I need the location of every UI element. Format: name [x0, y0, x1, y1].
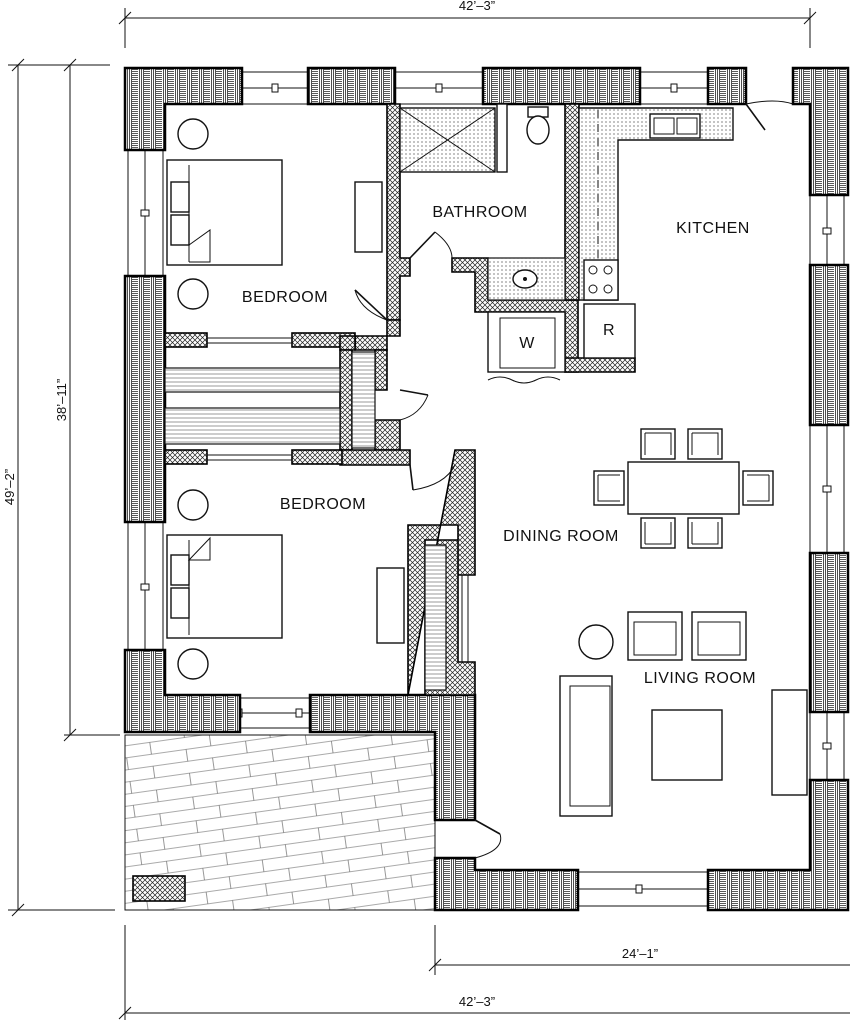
- dimension-bottom: 42’–3”: [118, 925, 850, 1020]
- nightstand-lamp: [177, 118, 209, 150]
- closets: [164, 337, 469, 691]
- room-label-kitchen: KITCHEN: [676, 220, 750, 237]
- washer: W: [487, 311, 566, 384]
- armchair: [691, 611, 747, 661]
- dining-chair: [687, 428, 723, 460]
- top-width-label: 42’–3”: [459, 0, 495, 13]
- dimension-bottom-partial: 24’–1”: [428, 925, 850, 975]
- dresser: [354, 181, 383, 253]
- armchair: [627, 611, 683, 661]
- toilet: [526, 106, 550, 145]
- kitchen-exterior-door[interactable]: [745, 100, 794, 131]
- bathroom-door[interactable]: [409, 231, 453, 259]
- svg-text:R: R: [603, 322, 615, 339]
- living-furniture: [559, 611, 808, 817]
- room-label-living-room: LIVING ROOM: [644, 670, 756, 687]
- room-label-bedroom: BEDROOM: [280, 496, 366, 513]
- deck: [124, 734, 436, 911]
- room-labels: BEDROOM BATHROOM KITCHEN BEDROOM DINING …: [242, 204, 756, 687]
- sofa: [559, 675, 613, 817]
- dining-table: [627, 461, 740, 515]
- bottom-width-label: 42’–3”: [459, 994, 495, 1009]
- bed: [166, 159, 283, 266]
- total-depth-label: 49’–2”: [2, 469, 17, 505]
- kitchen-sink: [649, 113, 701, 139]
- bedroom1-furniture: [166, 118, 383, 310]
- nightstand-lamp: [177, 489, 209, 521]
- nightstand-lamp: [177, 278, 209, 310]
- kitchen-fixtures: R: [578, 107, 734, 359]
- dining-chair: [640, 428, 676, 460]
- closet-door[interactable]: [399, 389, 429, 421]
- partial-depth-label: 38’–11”: [54, 379, 69, 421]
- sink: [487, 257, 566, 301]
- media-console: [771, 689, 808, 796]
- stove: [583, 259, 619, 301]
- dimension-left-partial: 38’–11”: [54, 58, 120, 742]
- bedroom2-door[interactable]: [409, 464, 456, 491]
- dining-chair: [687, 517, 723, 549]
- dining-chair: [593, 470, 625, 506]
- nightstand-lamp: [177, 648, 209, 680]
- bathroom-fixtures: W: [399, 103, 566, 384]
- deck-planter: [132, 875, 186, 902]
- deck-door[interactable]: [474, 819, 502, 859]
- bedroom1-door[interactable]: [354, 289, 388, 321]
- dining-chair: [742, 470, 774, 506]
- room-label-dining-room: DINING ROOM: [503, 528, 619, 545]
- partial-width-label: 24’–1”: [622, 946, 658, 961]
- bed: [166, 534, 283, 639]
- dresser: [376, 567, 405, 644]
- refrigerator: R: [583, 303, 636, 359]
- dimension-left-total: 49’–2”: [2, 58, 115, 917]
- coffee-table: [651, 709, 723, 781]
- dining-chair: [640, 517, 676, 549]
- exterior-walls: [123, 66, 850, 912]
- bedroom2-furniture: [166, 489, 405, 680]
- room-label-bathroom: BATHROOM: [432, 204, 527, 221]
- dining-set: [593, 428, 774, 549]
- side-table: [578, 624, 614, 660]
- room-label-bedroom: BEDROOM: [242, 289, 328, 306]
- interior-walls: [164, 103, 636, 696]
- dimension-top: 42’–3”: [118, 0, 817, 48]
- svg-text:W: W: [519, 335, 535, 352]
